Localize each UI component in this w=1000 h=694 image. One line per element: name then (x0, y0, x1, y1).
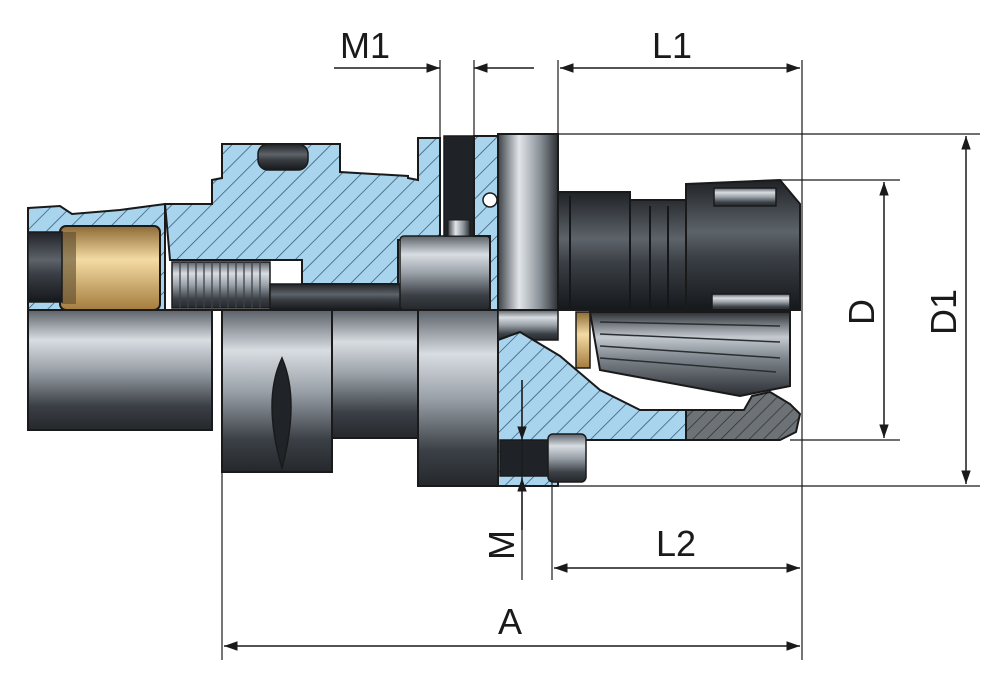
clamping-nut-upper (685, 178, 801, 311)
nut-groove-1 (713, 187, 777, 207)
brass-ring-lower (575, 311, 591, 369)
flange-pin-hole (482, 192, 498, 208)
set-screw-tip (447, 219, 471, 237)
nut-groove-2 (711, 293, 791, 311)
upper-section (27, 133, 801, 313)
adjust-screw-block (399, 235, 491, 311)
adapter-flange-upper (497, 133, 559, 311)
coolant-bore (269, 283, 406, 311)
chuck-ribs (569, 196, 669, 308)
clamping-nut-lower (685, 390, 802, 441)
label-a: A (498, 601, 522, 642)
brass-ring-shadow (62, 232, 76, 304)
label-m1: M1 (340, 25, 390, 66)
shank-exterior (27, 309, 213, 431)
flange-exterior (417, 309, 499, 487)
lower-view (27, 309, 802, 487)
label-l2: L2 (656, 523, 696, 564)
label-l1: L1 (652, 25, 692, 66)
collet-slots (599, 321, 781, 373)
label-m: M (481, 530, 522, 560)
keyslot-top (257, 143, 309, 171)
label-d1: D1 (923, 289, 964, 335)
shank-inner-pocket (27, 231, 63, 303)
drawbar-thread (171, 261, 271, 309)
label-d: D (841, 299, 882, 325)
collet-lower (588, 311, 791, 398)
drive-slot (271, 356, 292, 471)
bolt-head (547, 433, 587, 483)
dimensions: M1 L1 D D1 M L2 A (221, 25, 980, 660)
thread-ridges (179, 262, 261, 308)
collet-body-upper (557, 191, 687, 311)
lower-thread (497, 309, 559, 341)
socket-bolt-m (499, 439, 551, 477)
neck-exterior (331, 309, 423, 439)
